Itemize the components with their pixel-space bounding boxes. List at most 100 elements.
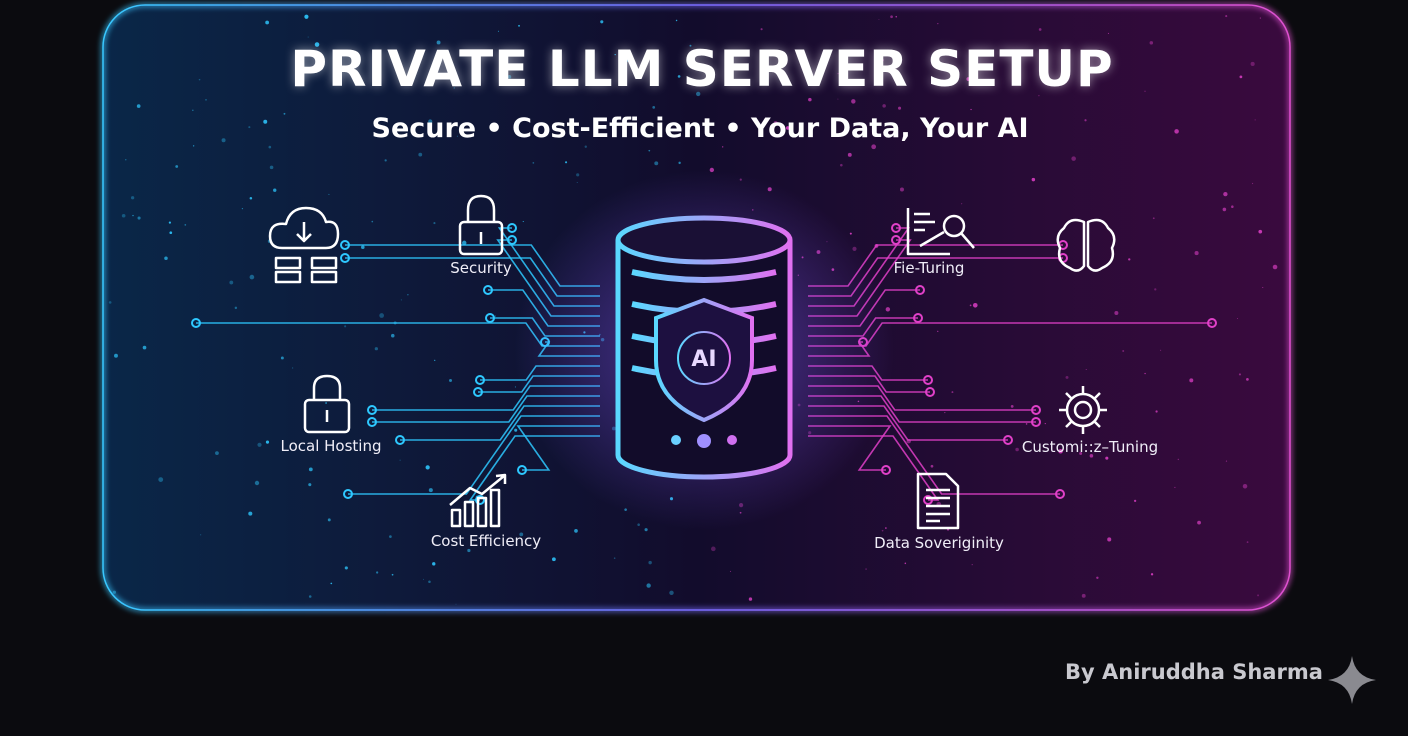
star (614, 54, 616, 56)
star (494, 315, 496, 317)
star (600, 20, 604, 24)
star (1222, 207, 1227, 212)
star (970, 108, 972, 111)
circuit-node (1031, 417, 1041, 427)
circuit-node (475, 495, 485, 505)
star (652, 106, 656, 109)
star (422, 578, 424, 580)
star (384, 159, 387, 162)
star (249, 274, 255, 280)
star (376, 571, 379, 574)
star (434, 359, 436, 362)
circuit-node (1055, 489, 1065, 499)
star (710, 546, 716, 552)
star (1246, 541, 1249, 543)
star (729, 570, 732, 573)
star (937, 22, 939, 25)
star (669, 590, 674, 596)
star (773, 120, 778, 126)
star (1239, 75, 1243, 79)
star (1105, 456, 1109, 460)
star (1144, 372, 1146, 375)
star (497, 30, 499, 32)
star (624, 57, 630, 62)
star (265, 20, 270, 25)
star (1246, 378, 1249, 381)
star (1223, 191, 1228, 197)
circuit-node (485, 313, 495, 323)
star (1044, 422, 1046, 425)
ai-badge: AI (691, 347, 716, 372)
star (689, 44, 692, 47)
star (1194, 251, 1199, 256)
star (192, 145, 195, 147)
star (425, 465, 430, 470)
lock-icon (303, 374, 351, 434)
star (899, 187, 904, 192)
star (890, 15, 893, 19)
circuit-node (340, 253, 350, 263)
star (760, 28, 763, 31)
star (840, 163, 843, 167)
star (328, 193, 330, 195)
star (1071, 156, 1076, 161)
star (1081, 593, 1086, 598)
document-icon (916, 472, 960, 530)
star (234, 306, 238, 310)
star (1238, 373, 1242, 376)
star (1154, 288, 1157, 291)
circuit-node (913, 313, 923, 323)
star (565, 161, 568, 164)
star (308, 483, 312, 487)
star (837, 73, 839, 75)
star (200, 534, 202, 536)
star (263, 119, 268, 124)
star (1038, 94, 1040, 97)
star (1197, 520, 1201, 525)
circuit-node (367, 417, 377, 427)
circuit-node (1003, 435, 1013, 445)
star (881, 58, 884, 62)
star (168, 221, 171, 224)
star (456, 135, 458, 137)
star (399, 459, 401, 461)
star (1079, 452, 1083, 455)
star (930, 464, 934, 468)
star (121, 213, 126, 218)
star (1107, 32, 1109, 34)
star (937, 330, 939, 332)
star (695, 91, 701, 97)
star (966, 77, 971, 81)
star (1225, 15, 1228, 18)
star (1272, 264, 1278, 270)
star (644, 528, 648, 532)
author-credit: By Aniruddha Sharma (1065, 660, 1323, 684)
star (654, 161, 659, 166)
star (882, 104, 886, 108)
star (1031, 177, 1036, 182)
star (1107, 537, 1112, 542)
star (192, 109, 194, 111)
star (865, 568, 867, 570)
star (1242, 483, 1248, 489)
star (1251, 182, 1254, 185)
feature-label-security: Security (450, 259, 512, 277)
star (576, 182, 578, 183)
star (944, 412, 946, 414)
star (184, 223, 187, 226)
document-search-icon (906, 208, 975, 256)
star (265, 440, 270, 444)
star (221, 138, 226, 143)
star (849, 232, 852, 235)
star (229, 280, 234, 285)
star (249, 197, 253, 200)
star (1010, 404, 1014, 408)
star (904, 562, 907, 565)
star (428, 580, 431, 584)
star (205, 99, 207, 101)
star (455, 603, 457, 605)
star (1189, 378, 1194, 383)
star (1128, 258, 1131, 261)
star (1085, 369, 1087, 370)
